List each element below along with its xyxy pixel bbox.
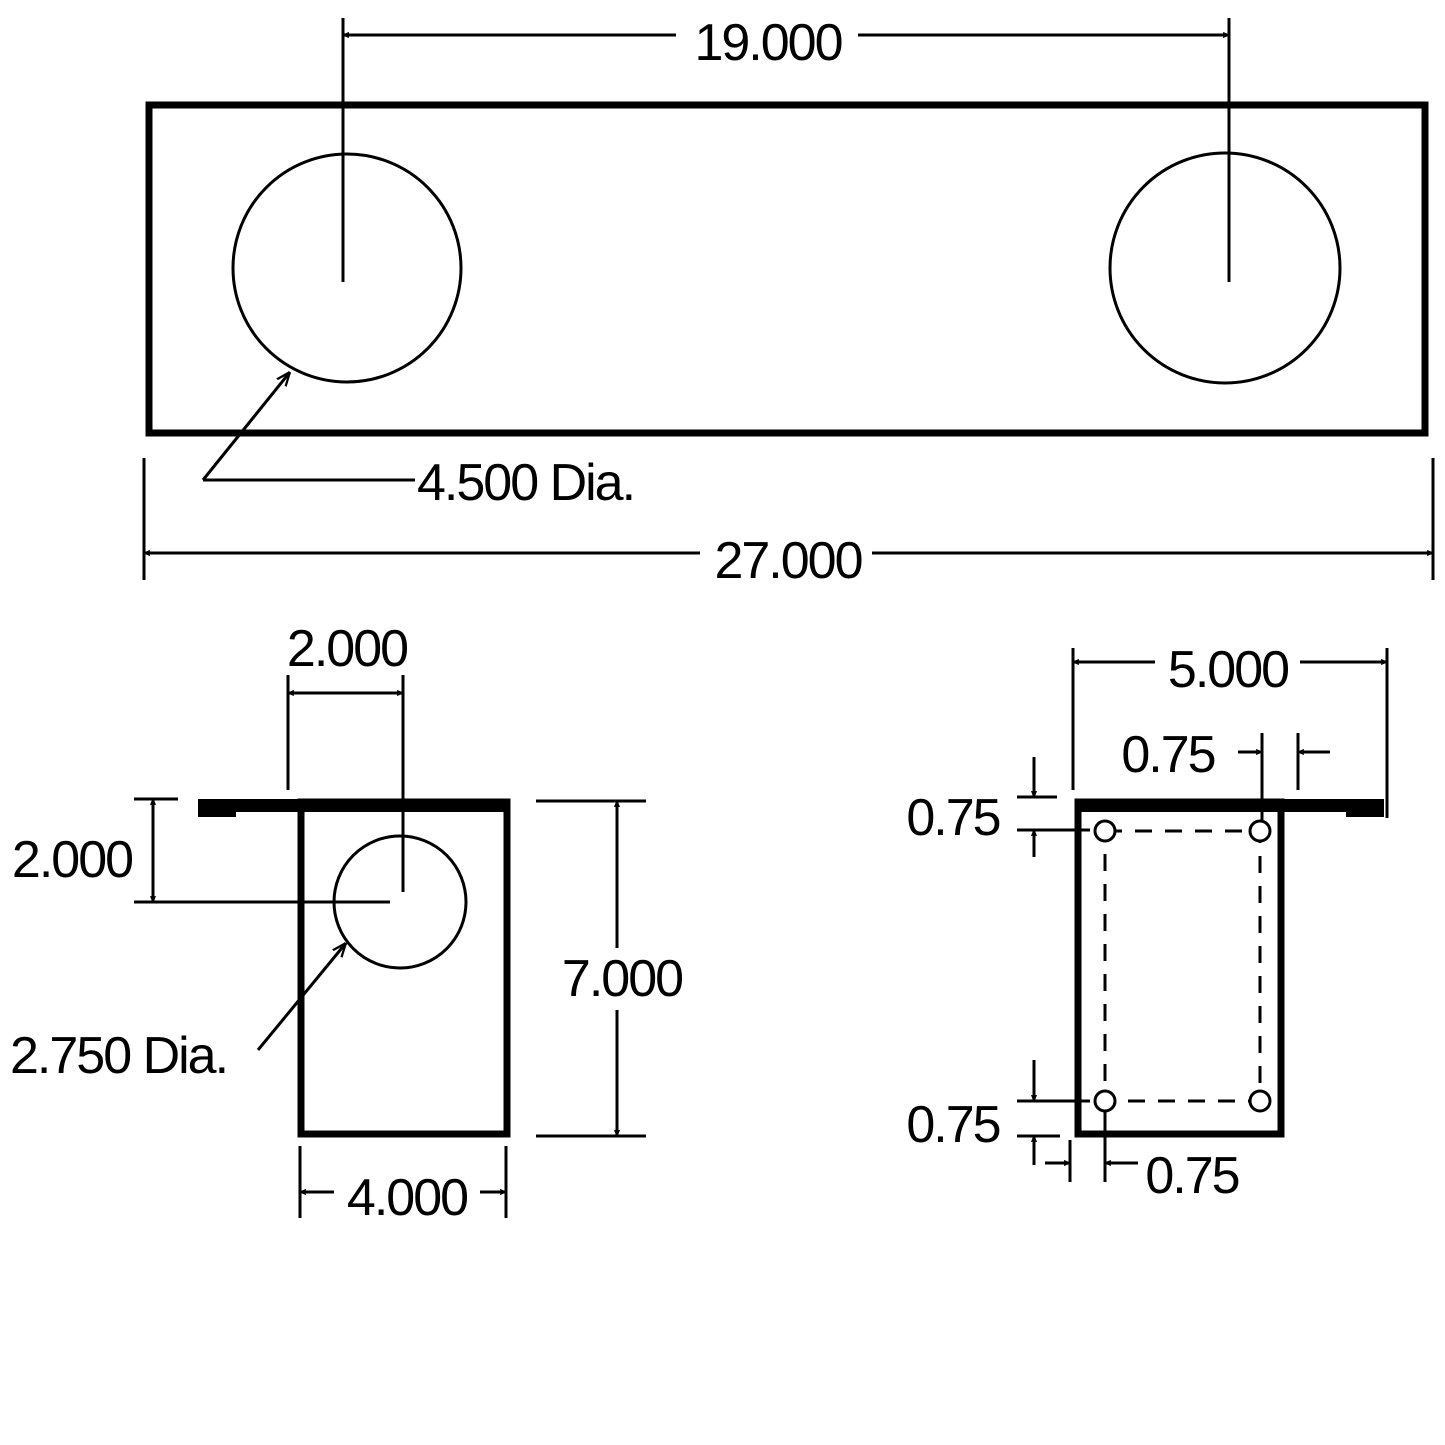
flange-lip [198, 799, 236, 817]
hole-vertical-offset-dimension: 2.000 [12, 797, 390, 904]
hole-diameter-label: 4.500 Dia. [417, 454, 634, 512]
bracket-hole-leader: 2.750 Dia. [10, 943, 346, 1085]
end-width-label: 5.000 [1168, 641, 1288, 699]
hole-vertical-offset-label: 2.000 [12, 831, 132, 889]
top-view: 19.000 4.500 Dia. 27.000 [142, 14, 1435, 590]
hole-pattern-dashed [1103, 829, 1262, 1103]
center-distance-dimension: 19.000 [341, 14, 1231, 282]
hole-diameter-leader: 4.500 Dia. [201, 372, 636, 512]
top-left-inset-dimension: 0.75 [906, 757, 1090, 857]
bottom-left-inset-label: 0.75 [906, 1096, 999, 1154]
overall-length-dimension: 27.000 [142, 458, 1435, 590]
top-right-inset-dimension: 0.75 [1121, 726, 1330, 820]
mounting-hole-bottom-right [1248, 1089, 1272, 1113]
width-label: 4.000 [347, 1169, 467, 1227]
right-hole [1108, 151, 1342, 385]
width-dimension: 4.000 [298, 1146, 508, 1227]
center-distance-label: 19.000 [694, 14, 841, 72]
mounting-hole-top-right [1248, 819, 1272, 843]
overall-length-label: 27.000 [714, 532, 861, 590]
top-right-inset-label: 0.75 [1121, 726, 1214, 784]
end-view: 5.000 0.75 0.75 0.75 [906, 641, 1389, 1205]
end-flange-lip [1346, 799, 1384, 817]
bottom-horizontal-inset-label: 0.75 [1145, 1147, 1238, 1205]
mounting-hole-bottom-left [1093, 1089, 1117, 1113]
top-left-inset-label: 0.75 [906, 789, 999, 847]
bracket-hole-diameter-label: 2.750 Dia. [10, 1027, 227, 1085]
hole-horizontal-offset-label: 2.000 [287, 620, 407, 678]
plate-outline [145, 101, 1429, 437]
bottom-left-inset-dimension: 0.75 [906, 1060, 1090, 1165]
height-label: 7.000 [562, 950, 682, 1008]
end-width-dimension: 5.000 [1071, 641, 1389, 818]
hole-horizontal-offset-dimension: 2.000 [286, 620, 409, 892]
mounting-hole-top-left [1093, 819, 1117, 843]
bottom-horizontal-inset-dimension: 0.75 [1045, 1112, 1241, 1205]
end-plate-outline [1074, 798, 1285, 1138]
side-view: 2.000 2.000 7.000 4.000 2.75 [10, 620, 684, 1227]
left-hole [231, 152, 463, 384]
height-dimension: 7.000 [536, 799, 684, 1138]
